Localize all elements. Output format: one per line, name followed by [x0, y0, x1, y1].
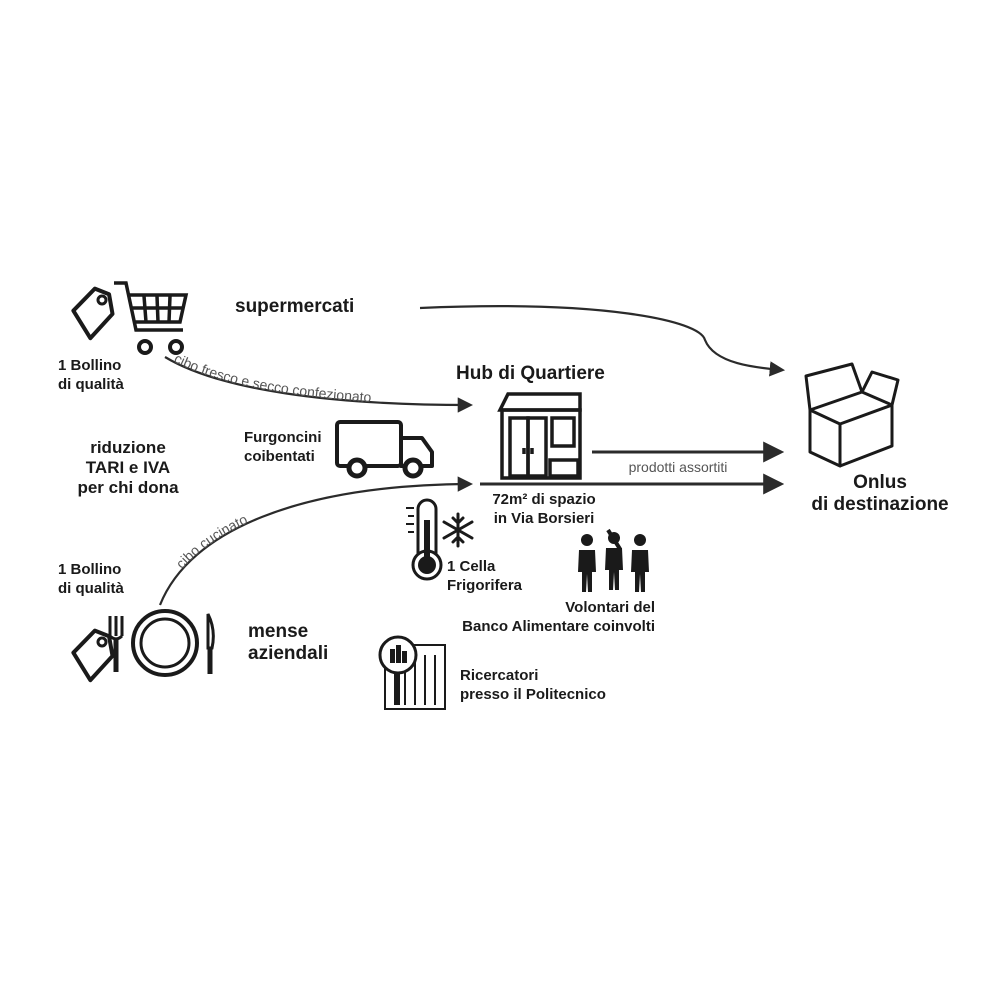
delivery-van-icon: [335, 420, 434, 479]
label-cella: 1 Cella Frigorifera: [447, 558, 523, 594]
label-furgoncini: Furgoncini coibentati: [244, 429, 322, 465]
node-supermercati: supermercati: [235, 296, 355, 317]
shopping-cart-icon: [114, 281, 189, 355]
price-tag-icon: [71, 628, 115, 683]
node-mense: mense aziendali: [248, 621, 329, 664]
snowflake-icon: [442, 512, 474, 548]
edge-label-prodotti-assortiti: prodotti assortiti: [629, 459, 728, 475]
thermometer-icon: [406, 498, 443, 581]
cardboard-box-icon: [804, 362, 900, 468]
svg-text:cibo cucinato: cibo cucinato: [173, 511, 250, 572]
shop-building-icon: [497, 392, 582, 480]
edge-mense-hub: [158, 476, 474, 606]
people-icon: [578, 528, 649, 592]
node-onlus: Onlus di destinazione: [811, 472, 949, 515]
knife-icon: [206, 613, 215, 674]
label-riduzione: riduzione TARI e IVA per chi dona: [77, 438, 179, 497]
label-spazio: 72m² di spazio in Via Borsieri: [492, 491, 596, 527]
fork-icon: [108, 616, 124, 672]
edge-supermercati-onlus: [419, 305, 786, 377]
svg-text:cibo fresco e secco confeziona: cibo fresco e secco confezionato: [172, 350, 372, 405]
research-building-icon: [378, 635, 446, 710]
edge-label-cibo-fresco: cibo fresco e secco confezionato: [172, 350, 372, 405]
node-hub-title: Hub di Quartiere: [456, 363, 605, 384]
label-ricercatori: Ricercatori presso il Politecnico: [460, 667, 606, 703]
label-bollino-bottom: 1 Bollino di qualità: [58, 561, 124, 597]
edge-supermercati-hub: [164, 356, 474, 413]
price-tag-icon: [71, 286, 115, 341]
edge-label-cibo-cucinato: cibo cucinato: [173, 511, 250, 572]
plate-icon: [131, 609, 199, 677]
label-bollino-top: 1 Bollino di qualità: [58, 357, 124, 393]
label-volontari: Volontari del Banco Alimentare coinvolti: [462, 599, 655, 635]
